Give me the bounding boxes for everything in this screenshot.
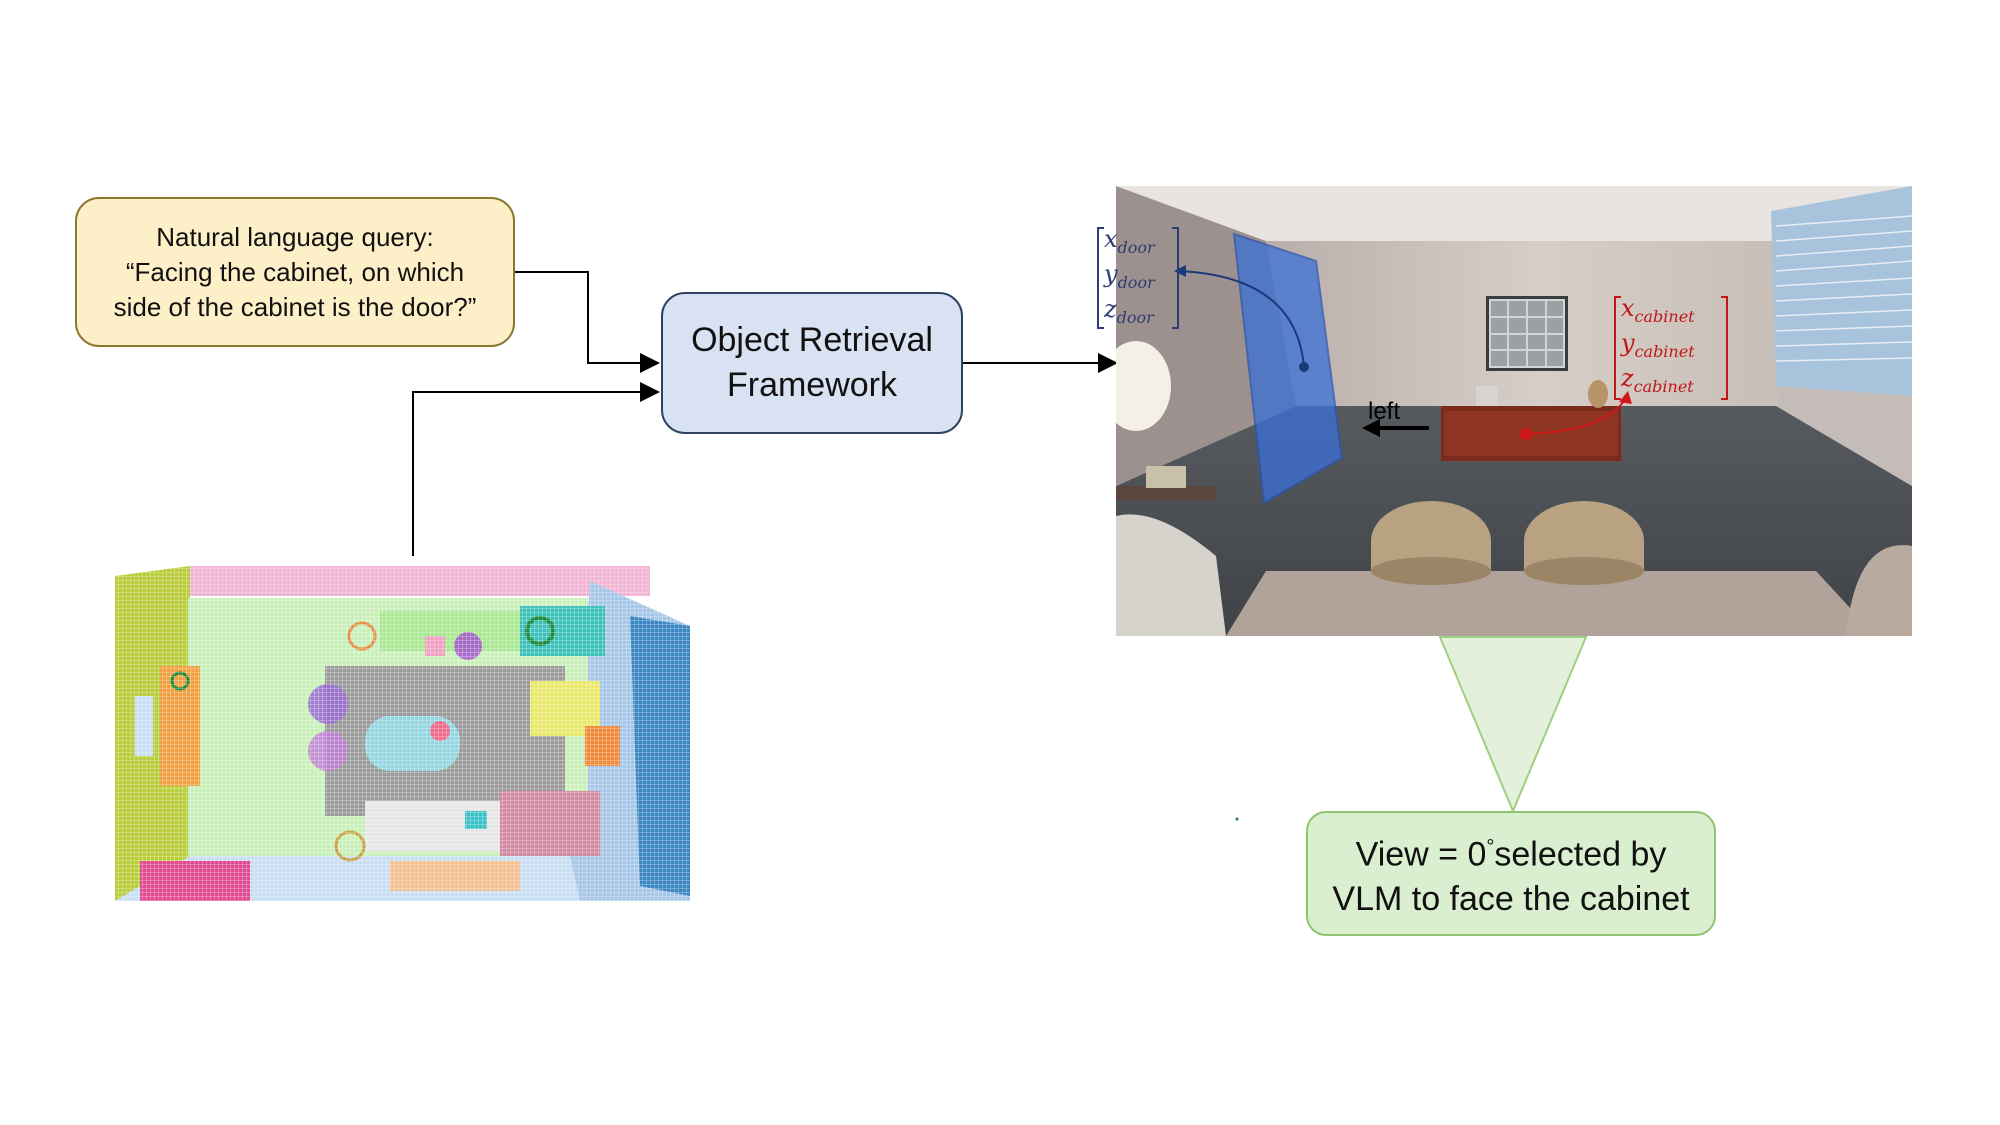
- cabinet-coordinate-vector: xcabinet ycabinet zcabinet: [1614, 291, 1728, 400]
- door-x-row: xdoor: [1104, 225, 1155, 257]
- point-cloud-map: [110, 556, 695, 906]
- direction-label: left: [1368, 398, 1401, 425]
- view-line-1-post: selected by: [1494, 835, 1667, 874]
- view-degree: °: [1486, 835, 1495, 858]
- framework-box: Object Retrieval Framework: [661, 292, 963, 434]
- pointcloud-to-framework-arrow: [412, 382, 660, 556]
- view-cone: [1438, 636, 1588, 814]
- door-highlight: [1232, 232, 1344, 505]
- stray-dot: [1235, 817, 1239, 821]
- framework-line-2: Framework: [726, 366, 898, 404]
- query-line-3: side of the cabinet is the door?”: [113, 291, 477, 322]
- cabinet-z-row: zcabinet: [1621, 364, 1694, 396]
- query-line-1: Natural language query:: [156, 221, 434, 252]
- query-to-framework-arrow: [515, 271, 660, 373]
- view-selection-box: View = 0°selected by VLM to face the cab…: [1306, 811, 1716, 936]
- cabinet-y-row: ycabinet: [1621, 329, 1695, 361]
- room-render-image: [1116, 186, 1912, 636]
- door-coordinate-vector: xdoor ydoor zdoor: [1097, 222, 1179, 329]
- framework-line-1: Object Retrieval: [691, 321, 933, 359]
- cabinet-x-row: xcabinet: [1621, 294, 1695, 326]
- view-line-2: VLM to face the cabinet: [1332, 880, 1690, 919]
- view-line-1-pre: View = 0: [1355, 835, 1487, 874]
- view-line-1: View = 0°selected by: [1356, 825, 1667, 877]
- door-y-row: ydoor: [1104, 260, 1155, 292]
- door-vector-brackets: [1097, 227, 1179, 329]
- cabinet-vector-brackets: [1614, 296, 1728, 400]
- query-box: Natural language query: “Facing the cabi…: [75, 197, 515, 347]
- query-line-2: “Facing the cabinet, on which: [125, 256, 465, 287]
- door-z-row: zdoor: [1104, 295, 1154, 327]
